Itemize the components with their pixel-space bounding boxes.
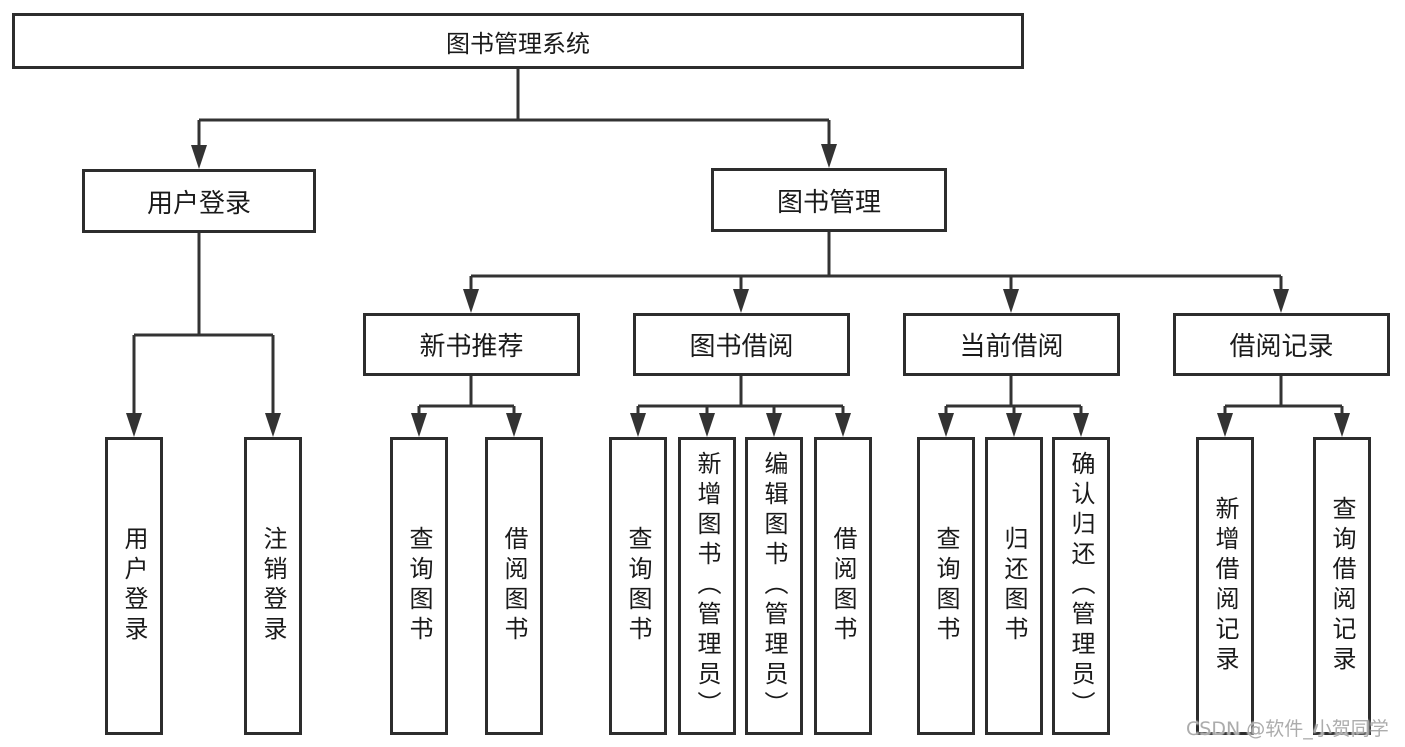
arrow-down-icon bbox=[1073, 413, 1089, 437]
leaf-user-login: 用户登录 bbox=[105, 437, 163, 735]
leaf-return-books: 归还图书 bbox=[985, 437, 1043, 735]
arrow-down-icon bbox=[463, 289, 479, 313]
node-current-borrowing: 当前借阅 bbox=[903, 313, 1120, 376]
leaf-borrow-books: 借阅图书 bbox=[814, 437, 872, 735]
csdn-watermark: CSDN @软件_小贺同学 bbox=[1186, 718, 1389, 740]
leaf-add-borrow-record: 新增借阅记录 bbox=[1196, 437, 1254, 735]
leaf-logout: 注销登录 bbox=[244, 437, 302, 735]
arrow-down-icon bbox=[411, 413, 427, 437]
node-book-borrowing: 图书借阅 bbox=[633, 313, 850, 376]
connector-borrow-group bbox=[636, 376, 845, 416]
node-new-book-recommend: 新书推荐 bbox=[363, 313, 580, 376]
arrow-down-icon bbox=[938, 413, 954, 437]
leaf-query-books-recommend: 查询图书 bbox=[390, 437, 448, 735]
connector-newbook-group bbox=[417, 376, 516, 416]
connector-root-to-level2 bbox=[197, 69, 831, 147]
arrow-down-icon bbox=[630, 413, 646, 437]
arrow-down-icon bbox=[1217, 413, 1233, 437]
connector-book-to-level3 bbox=[469, 232, 1283, 291]
leaf-query-books-current: 查询图书 bbox=[917, 437, 975, 735]
arrow-down-icon bbox=[821, 144, 837, 168]
connector-user-branch bbox=[132, 233, 275, 416]
leaf-add-books-admin: 新增图书（管理员） bbox=[678, 437, 736, 735]
arrow-down-icon bbox=[1334, 413, 1350, 437]
arrow-down-icon bbox=[1273, 289, 1289, 313]
arrow-down-icon bbox=[1006, 413, 1022, 437]
node-book-management-branch: 图书管理 bbox=[711, 168, 947, 232]
leaf-query-books-borrow: 查询图书 bbox=[609, 437, 667, 735]
connector-records-group bbox=[1223, 376, 1344, 416]
arrow-down-icon bbox=[126, 413, 142, 437]
leaf-query-borrow-record: 查询借阅记录 bbox=[1313, 437, 1371, 735]
arrow-down-icon bbox=[506, 413, 522, 437]
arrow-down-icon bbox=[265, 413, 281, 437]
arrow-down-icon bbox=[1003, 289, 1019, 313]
arrow-down-icon bbox=[191, 145, 207, 169]
leaf-borrow-books-recommend: 借阅图书 bbox=[485, 437, 543, 735]
connector-shafts bbox=[132, 69, 1344, 416]
arrowheads bbox=[126, 144, 1350, 437]
node-user-login-branch: 用户登录 bbox=[82, 169, 316, 233]
leaf-confirm-return-admin: 确认归还（管理员） bbox=[1052, 437, 1110, 735]
arrow-down-icon bbox=[835, 413, 851, 437]
arrow-down-icon bbox=[766, 413, 782, 437]
arrow-down-icon bbox=[699, 413, 715, 437]
arrow-down-icon bbox=[733, 289, 749, 313]
connector-current-group bbox=[944, 376, 1083, 416]
leaf-edit-books-admin: 编辑图书（管理员） bbox=[745, 437, 803, 735]
node-system-root: 图书管理系统 bbox=[12, 13, 1024, 69]
node-borrowing-records: 借阅记录 bbox=[1173, 313, 1390, 376]
